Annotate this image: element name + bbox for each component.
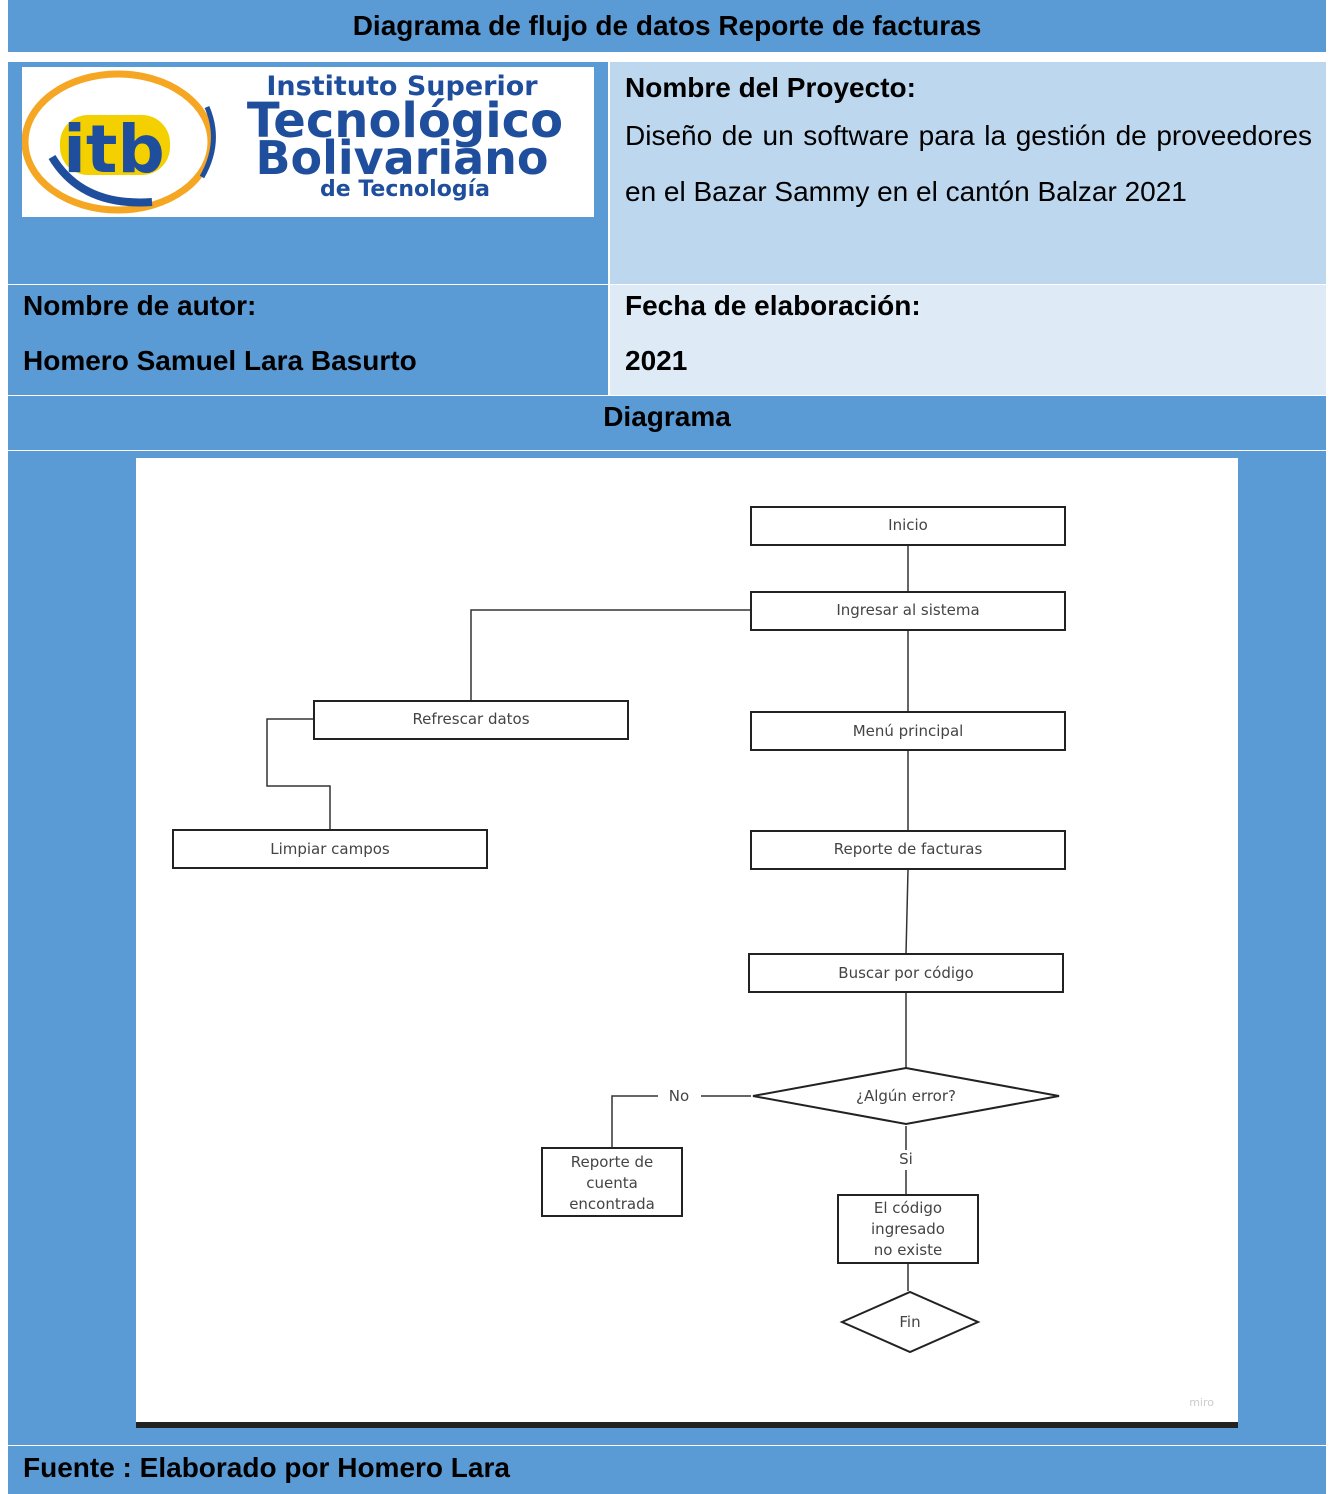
node-limpiar bbox=[172, 829, 488, 869]
diagram-header-row: Diagrama bbox=[8, 396, 1326, 450]
node-reporte-cuenta-line2: cuenta bbox=[586, 1174, 638, 1192]
node-inicio-label: Inicio bbox=[888, 516, 928, 534]
project-label: Nombre del Proyecto: bbox=[625, 72, 916, 103]
node-ingresar-label: Ingresar al sistema bbox=[836, 601, 979, 619]
node-decision-label: ¿Algún error? bbox=[856, 1087, 956, 1105]
node-refrescar bbox=[313, 700, 629, 740]
author-name: Homero Samuel Lara Basurto bbox=[23, 345, 417, 376]
node-reporte-cuenta-line1: Reporte de bbox=[571, 1153, 653, 1171]
title-row: Diagrama de flujo de datos Reporte de fa… bbox=[8, 0, 1326, 52]
miro-watermark: miro bbox=[1189, 1396, 1214, 1409]
flowchart-frame: Inicio Ingresar al sistema Refrescar dat… bbox=[136, 458, 1238, 1428]
date-cell: Fecha de elaboración: 2021 bbox=[610, 285, 1326, 395]
edge-label-si: Si bbox=[899, 1150, 913, 1168]
logo-line-2: Tecnológico bbox=[247, 93, 563, 149]
node-ingresar bbox=[750, 591, 1066, 631]
node-inicio bbox=[750, 506, 1066, 546]
footer-row: Fuente : Elaborado por Homero Lara bbox=[8, 1446, 1326, 1494]
flowchart: Inicio Ingresar al sistema Refrescar dat… bbox=[172, 506, 1214, 1409]
project-description: Diseño de un software para la gestión de… bbox=[625, 120, 1312, 207]
institution-logo: itb Instituto Superior Tecnológico Boliv… bbox=[21, 67, 594, 217]
logo-line-4: de Tecnología bbox=[320, 177, 490, 202]
node-fin-label: Fin bbox=[899, 1313, 920, 1331]
node-menu-principal bbox=[750, 711, 1066, 751]
node-codigo-line1: El código bbox=[874, 1199, 942, 1217]
footer-source: Fuente : Elaborado por Homero Lara bbox=[23, 1452, 510, 1483]
date-value: 2021 bbox=[625, 345, 688, 376]
edge-label-no: No bbox=[669, 1087, 689, 1105]
node-buscar bbox=[748, 953, 1064, 993]
page-title: Diagrama de flujo de datos Reporte de fa… bbox=[352, 10, 982, 41]
diagram-header: Diagrama bbox=[603, 401, 731, 432]
node-refrescar-label: Refrescar datos bbox=[412, 710, 529, 728]
node-reporte-facturas bbox=[750, 830, 1066, 870]
node-reporte-cuenta bbox=[541, 1147, 683, 1217]
flowchart-connectors bbox=[266, 545, 909, 1291]
node-decision bbox=[752, 1066, 1060, 1126]
node-menu-label: Menú principal bbox=[853, 722, 964, 740]
logo-monogram: itb bbox=[63, 111, 164, 188]
node-codigo-line3: no existe bbox=[874, 1241, 942, 1259]
node-codigo-no-existe bbox=[837, 1194, 979, 1264]
logo-graphic: itb Instituto Superior Tecnológico Boliv… bbox=[21, 70, 563, 214]
node-buscar-label: Buscar por código bbox=[838, 964, 973, 982]
author-label: Nombre de autor: bbox=[23, 290, 257, 321]
node-reporte-cuenta-line3: encontrada bbox=[569, 1195, 655, 1213]
node-codigo-line2: ingresado bbox=[871, 1220, 945, 1238]
node-reporte-label: Reporte de facturas bbox=[834, 840, 983, 858]
author-cell: Nombre de autor: Homero Samuel Lara Basu… bbox=[8, 285, 608, 395]
node-fin bbox=[839, 1290, 981, 1354]
date-label: Fecha de elaboración: bbox=[625, 290, 921, 321]
logo-line-1: Instituto Superior bbox=[266, 71, 538, 102]
logo-line-3: Bolivariano bbox=[255, 131, 548, 185]
project-cell: Nombre del Proyecto: Diseño de un softwa… bbox=[610, 62, 1326, 284]
node-limpiar-label: Limpiar campos bbox=[270, 840, 390, 858]
